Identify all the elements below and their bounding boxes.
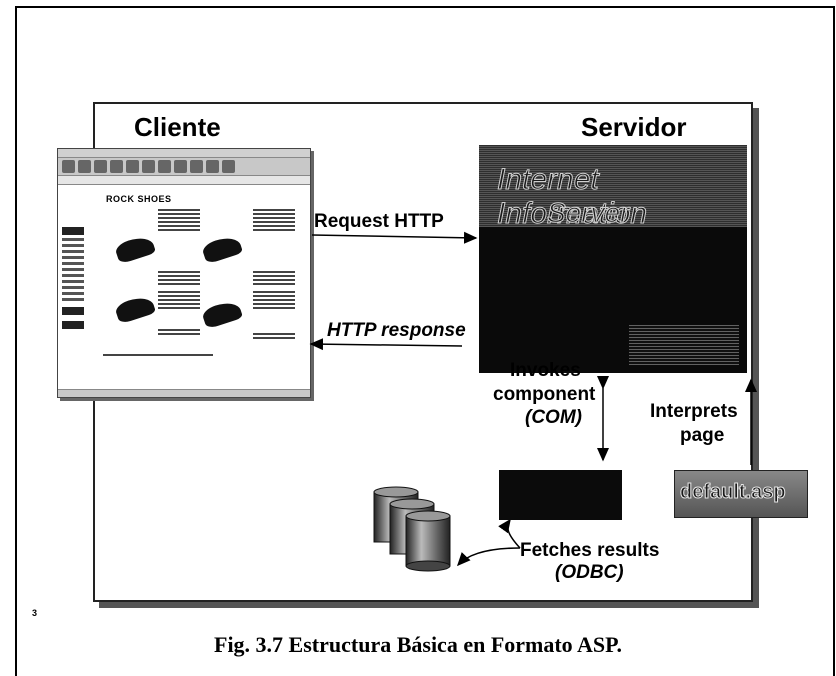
page-number: 3 [32,608,38,618]
browser-sidebar [62,221,84,331]
asp-file-label: default.asp [680,481,787,504]
iis-subtitle: Server [546,197,630,229]
database-icon [373,486,451,572]
browser-screenshot: ROCK SHOES [57,148,311,398]
fetches-arrow [456,547,521,567]
response-arrow [309,338,463,351]
response-label: HTTP response [327,320,466,341]
asp-file-box: default.asp [674,470,808,518]
cliente-label: Cliente [134,112,221,142]
fetches-label-1: Fetches results [520,540,660,561]
page-frame [15,6,835,676]
request-label: Request HTTP [314,211,444,232]
invokes-label-3: (COM) [525,407,582,428]
invokes-label-1: Invokes [510,360,581,381]
browser-heading: ROCK SHOES [106,194,172,204]
invokes-label-2: component [493,384,596,405]
iis-title: Internet Information [497,163,648,231]
figure-caption: Fig. 3.7 Estructura Básica en Formato AS… [214,632,622,657]
servidor-label: Servidor [581,112,687,142]
component-box [499,470,622,520]
request-arrow [311,231,478,244]
interprets-label-2: page [680,425,725,446]
interprets-label-1: Interprets [650,401,738,422]
server-box: Internet Information Server [479,145,747,373]
fetches-label-2: (ODBC) [555,562,624,583]
